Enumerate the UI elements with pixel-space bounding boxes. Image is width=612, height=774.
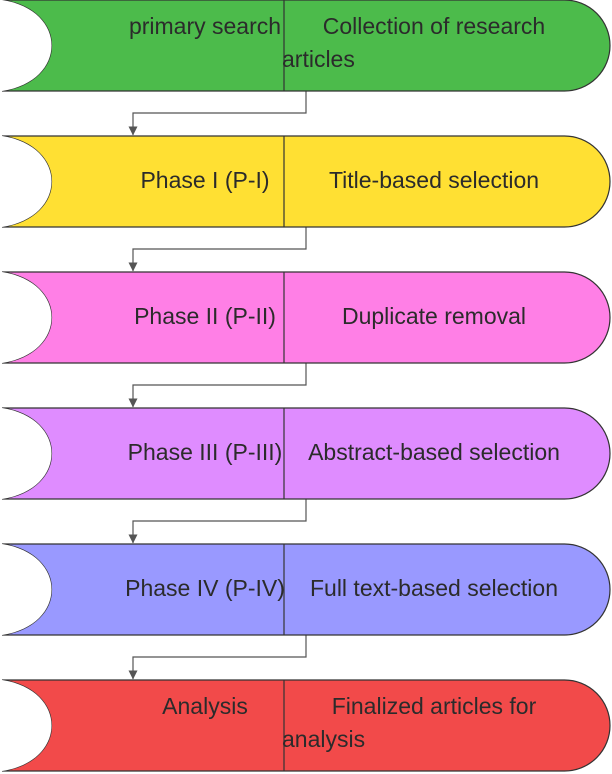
stage-label: Analysis — [162, 693, 248, 719]
connector-layer — [128, 91, 307, 680]
connector-arrow — [128, 635, 307, 680]
stage-5: Phase IV (P-IV) Full text-based selection — [0, 543, 611, 636]
stage-notch — [0, 408, 52, 499]
stage-label: Phase II (P-II) — [134, 303, 276, 329]
stage-description: Title-based selection — [329, 167, 539, 193]
connector-arrow — [128, 227, 307, 272]
stage-2: Phase I (P-I) Title-based selection — [0, 135, 611, 228]
stage-notch — [0, 136, 52, 227]
stage-label: Phase III (P-III) — [128, 439, 283, 465]
stage-4: Phase III (P-III) Abstract-based selectio… — [0, 407, 611, 500]
stage-notch — [0, 680, 52, 771]
stage-description: Duplicate removal — [342, 303, 526, 329]
stage-description: Collection of research — [323, 13, 545, 39]
stage-description: Finalized articles for — [332, 693, 537, 719]
stage-description: Abstract-based selection — [308, 439, 560, 465]
stage-description: analysis — [282, 726, 365, 752]
connector-arrow — [128, 363, 307, 408]
stage-notch — [0, 272, 52, 363]
stage-label: primary search — [129, 13, 281, 39]
connector-arrow — [128, 499, 307, 544]
stage-1: primary search Collection of research arti… — [0, 0, 611, 92]
stage-description: Full text-based selection — [310, 575, 558, 601]
stage-label: Phase IV (P-IV) — [125, 575, 285, 601]
stage-3: Phase II (P-II) Duplicate removal — [0, 271, 611, 364]
connector-arrow — [128, 91, 307, 136]
stage-6: Analysis Finalized articles for analysis — [0, 679, 611, 772]
stage-notch — [0, 0, 52, 91]
stage-label: Phase I (P-I) — [140, 167, 269, 193]
stage-notch — [0, 544, 52, 635]
stage-description: articles — [282, 46, 355, 72]
